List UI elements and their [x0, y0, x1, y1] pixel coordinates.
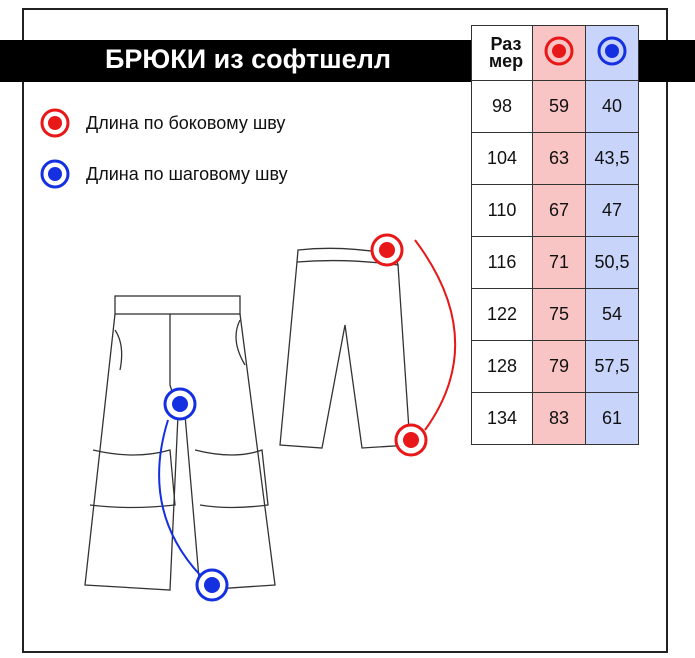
size-cell: 110: [471, 184, 533, 237]
side-seam-cell: 83: [532, 392, 586, 445]
side-seam-cell: 63: [532, 132, 586, 185]
legend-inseam: Длина по шаговому шву: [40, 159, 288, 189]
inseam-cell: 50,5: [585, 236, 639, 289]
page-title: БРЮКИ из софтшелл: [105, 44, 391, 74]
size-cell: 104: [471, 132, 533, 185]
blue-target-icon: [597, 36, 627, 65]
size-cell: 134: [471, 392, 533, 445]
size-cell: 98: [471, 80, 533, 133]
side-seam-cell: 67: [532, 184, 586, 237]
side-seam-header: [532, 25, 586, 81]
inseam-arrow: [158, 419, 201, 576]
size-cell: 128: [471, 340, 533, 393]
side-seam-cell: 75: [532, 288, 586, 341]
inseam-cell: 57,5: [585, 340, 639, 393]
blue-target-icon: [163, 387, 197, 421]
frame-border: [22, 8, 668, 653]
legend-label: Длина по боковому шву: [86, 112, 286, 133]
side-seam-cell: 59: [532, 80, 586, 133]
blue-target-icon: [195, 568, 229, 602]
size-cell: 122: [471, 288, 533, 341]
inseam-cell: 40: [585, 80, 639, 133]
back-pants-drawing: [279, 247, 411, 449]
size-cell: 116: [471, 236, 533, 289]
inseam-cell: 47: [585, 184, 639, 237]
legend-label: Длина по шаговому шву: [86, 163, 288, 184]
inseam-header: [585, 25, 639, 81]
inseam-cell: 43,5: [585, 132, 639, 185]
size-header: Раз мер: [471, 25, 533, 81]
inseam-cell: 61: [585, 392, 639, 445]
red-target-icon: [40, 108, 70, 138]
side-seam-arrow: [414, 239, 457, 431]
side-seam-cell: 79: [532, 340, 586, 393]
red-target-icon: [544, 36, 574, 65]
red-target-icon: [394, 423, 428, 457]
side-seam-cell: 71: [532, 236, 586, 289]
inseam-cell: 54: [585, 288, 639, 341]
table-header-row: Раз мер: [471, 25, 639, 81]
front-pants-drawing: [84, 295, 276, 591]
legend-side-seam: Длина по боковому шву: [40, 108, 285, 138]
blue-target-icon: [40, 159, 70, 189]
red-target-icon: [370, 233, 404, 267]
